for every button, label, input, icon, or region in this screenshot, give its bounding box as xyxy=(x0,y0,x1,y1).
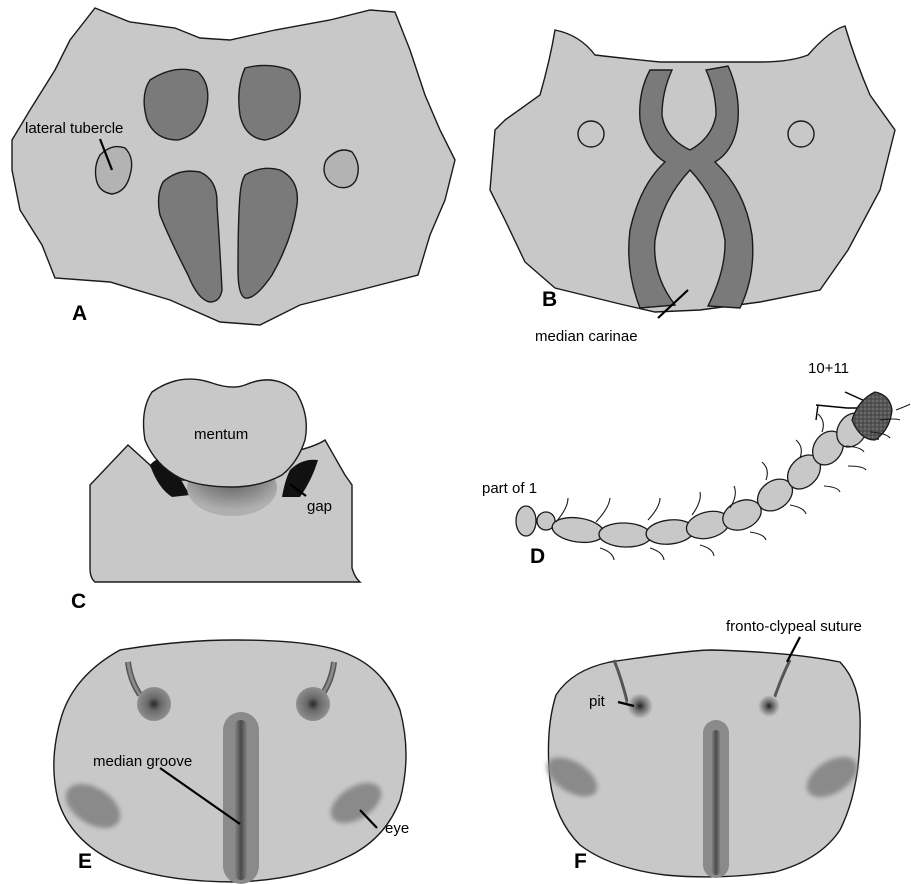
seta-4 xyxy=(648,498,660,520)
seta-1 xyxy=(596,498,610,522)
seta-19 xyxy=(896,404,910,410)
seta-12 xyxy=(796,440,801,458)
pit-b-left xyxy=(578,121,604,147)
median-groove xyxy=(234,720,248,880)
label-gap: gap xyxy=(307,498,332,515)
label-mentum: mentum xyxy=(194,426,248,443)
seta-6 xyxy=(692,492,700,515)
antennomere-1 xyxy=(516,506,536,536)
panel-letter-e: E xyxy=(78,850,92,873)
antennomere-4 xyxy=(599,522,652,548)
antenna xyxy=(516,392,910,560)
label-lateral-tubercle: lateral tubercle xyxy=(25,120,123,137)
seta-13 xyxy=(824,486,840,492)
pit-e-left xyxy=(137,687,171,721)
pit-f-right xyxy=(758,695,780,717)
panel-f: pit fronto-clypeal suture F xyxy=(540,618,864,878)
seta-14 xyxy=(818,414,823,432)
pit-e-right xyxy=(296,687,330,721)
label-median-carinae: median carinae xyxy=(535,328,638,345)
panel-letter-b: B xyxy=(542,288,557,311)
label-eye: eye xyxy=(385,820,409,837)
seta-2 xyxy=(600,548,614,560)
seta-9 xyxy=(750,532,766,540)
panel-c: mentum gap C xyxy=(71,379,360,613)
label-10-11: 10+11 xyxy=(808,360,849,377)
label-median-groove: median groove xyxy=(93,753,192,770)
seta-10 xyxy=(762,462,767,480)
seta-15 xyxy=(848,466,866,470)
seta-5 xyxy=(650,548,664,560)
seta-7 xyxy=(700,545,714,556)
pit-b-right xyxy=(788,121,814,147)
panel-letter-c: C xyxy=(71,590,86,613)
seta-11 xyxy=(790,505,806,514)
label-part-of-1: part of 1 xyxy=(482,480,537,497)
pronotum-a xyxy=(12,8,455,325)
label-fronto-clypeal-suture: fronto-clypeal suture xyxy=(726,618,862,635)
label-pit: pit xyxy=(589,693,606,710)
panel-e: median groove eye E xyxy=(54,640,409,884)
panel-d: 10+11 part of 1 D xyxy=(482,360,910,568)
panel-letter-d: D xyxy=(530,545,545,568)
panel-a: lateral tubercle A xyxy=(12,8,455,325)
panel-b: median carinae B xyxy=(490,26,895,345)
panel-letter-a: A xyxy=(72,302,87,325)
median-groove-f xyxy=(711,730,721,875)
panel-letter-f: F xyxy=(574,850,587,873)
